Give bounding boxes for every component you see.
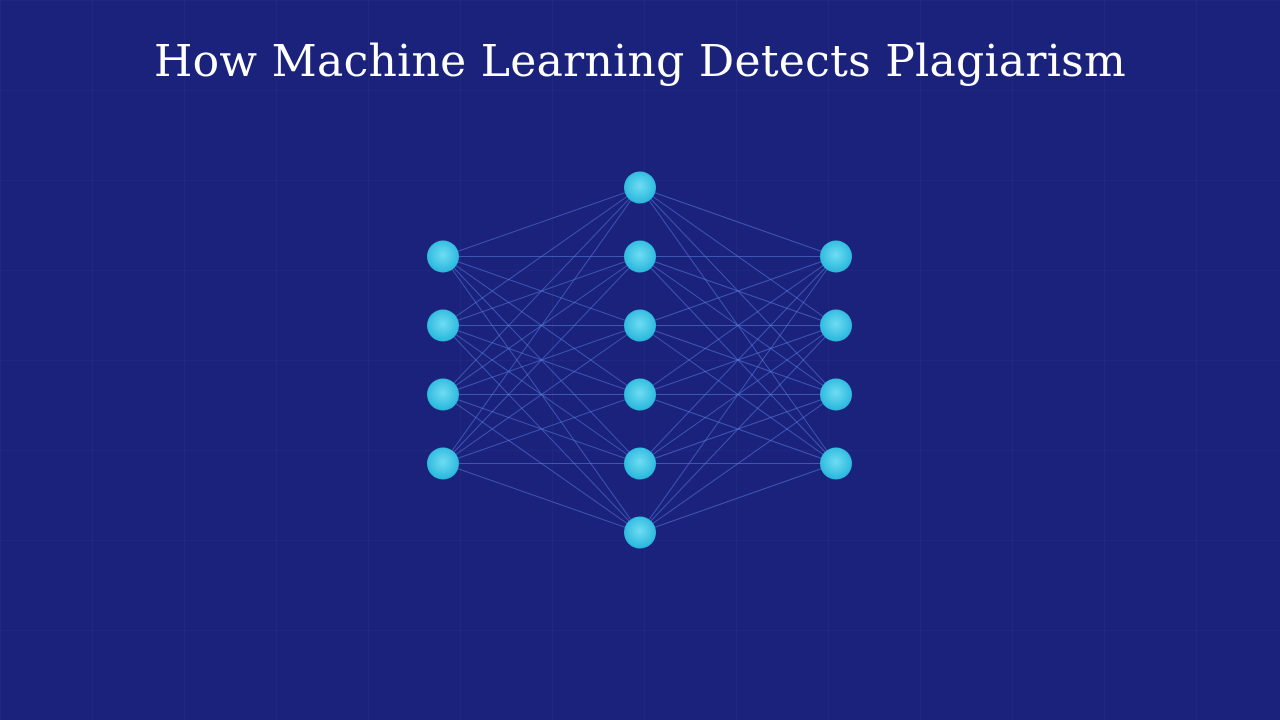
input-neuron [427, 309, 459, 342]
hidden-neuron [624, 309, 656, 342]
connections [442, 187, 837, 533]
connection-line [639, 187, 837, 257]
hidden-neuron [624, 516, 656, 549]
output-neuron [820, 240, 852, 273]
hidden-neuron [624, 171, 656, 204]
page-title: How Machine Learning Detects Plagiarism [153, 36, 1127, 87]
connection-line [442, 187, 641, 464]
connection-line [639, 256, 837, 326]
connection-line [639, 256, 837, 395]
connection-line [442, 394, 641, 464]
output-neuron [820, 447, 852, 480]
connection-line [442, 325, 641, 464]
input-neuron [427, 447, 459, 480]
connection-line [442, 187, 641, 257]
hidden-neuron [624, 240, 656, 273]
hidden-neuron [624, 378, 656, 411]
connection-line [442, 463, 641, 533]
connection-line [639, 394, 837, 533]
connection-line [639, 325, 837, 533]
neurons [427, 171, 852, 549]
connection-line [442, 187, 641, 326]
connection-line [442, 187, 641, 395]
hidden-neuron [624, 447, 656, 480]
input-neuron [427, 378, 459, 411]
connection-line [639, 463, 837, 533]
input-neuron [427, 240, 459, 273]
connection-line [442, 256, 641, 464]
output-neuron [820, 309, 852, 342]
connection-line [639, 256, 837, 464]
output-neuron [820, 378, 852, 411]
connection-line [639, 256, 837, 533]
